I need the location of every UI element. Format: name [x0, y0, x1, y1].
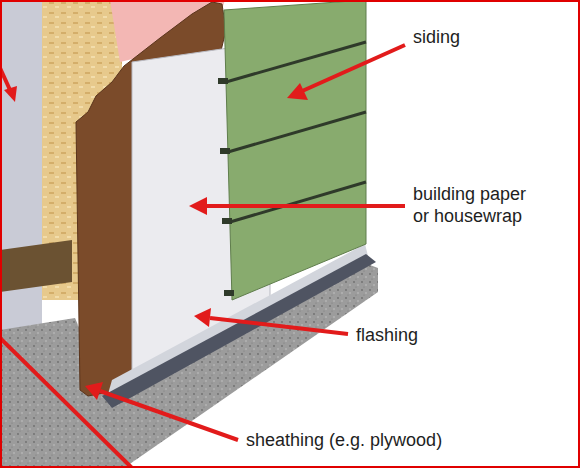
- part-label: building paper or housewrap: [413, 183, 545, 227]
- siding-notches: [218, 78, 234, 296]
- arrowheads: [4, 83, 308, 400]
- siding-laps: [226, 42, 366, 222]
- part-label: sheathing (e.g. plywood): [246, 429, 442, 451]
- part-label: siding: [413, 26, 460, 48]
- siding-boards: [224, 0, 366, 300]
- sill-plate: [0, 240, 72, 292]
- part-label: flashing: [356, 324, 418, 346]
- leader-lines: [0, 45, 405, 468]
